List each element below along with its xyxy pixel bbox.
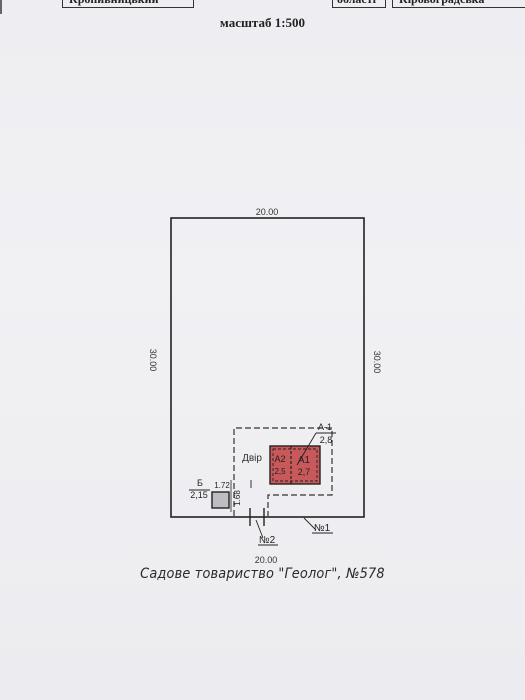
header-cell-city: Кропивницький <box>62 0 194 8</box>
building-part-a1: А1 <box>298 455 311 466</box>
left-dimension: 30.00 <box>148 349 158 372</box>
building-tag-leader <box>296 432 317 466</box>
scale-label: масштаб 1:500 <box>219 15 306 30</box>
building-part-a2-value: 2,5 <box>274 467 286 476</box>
bottom-dimension: 20.00 <box>255 555 278 565</box>
right-dimension: 30.00 <box>372 351 382 374</box>
gate-n2-label: №2 <box>259 535 276 546</box>
drawing-caption: Садове товариство "Геолог", №578 <box>140 566 385 582</box>
marker-n1-leader <box>303 517 317 531</box>
building-a <box>269 445 321 485</box>
building-height: 2,8 <box>320 435 333 445</box>
shed-dim-side: 1.72 <box>214 481 230 490</box>
shed-b <box>211 491 230 509</box>
building-tag: А-1 <box>318 422 332 432</box>
shed-dim-bottom: 1.68 <box>233 490 242 506</box>
header-table: Кропивницький області Кіровоградська <box>2 0 525 8</box>
marker-n1-label: №1 <box>314 523 331 534</box>
gate-n2-leader <box>255 519 264 539</box>
building-part-a2: А2 <box>274 454 285 464</box>
shed-height: 2,15 <box>190 490 208 500</box>
header-cell-region: Кіровоградська <box>392 0 525 8</box>
yard-boundary <box>233 427 333 516</box>
shed-tag: Б <box>197 478 203 488</box>
header-cell-oblast-label: області <box>332 0 386 8</box>
top-dimension: 20.00 <box>256 207 279 217</box>
building-inner-dash <box>272 448 318 482</box>
yard-label: Двір <box>242 453 262 464</box>
plot-boundary <box>170 217 365 518</box>
building-part-a1-value: 2,7 <box>298 467 311 477</box>
left-margin-tick <box>0 0 2 14</box>
